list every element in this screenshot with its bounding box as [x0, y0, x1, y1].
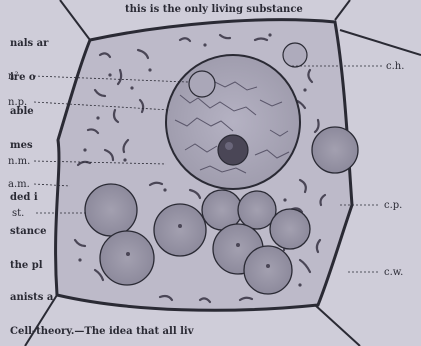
background-text-line: the pl: [10, 260, 43, 271]
background-text-line: anists a: [10, 292, 54, 303]
nucleus: [166, 55, 300, 189]
starch-grain: [100, 231, 154, 285]
label-nucleolus: n²: [8, 71, 18, 82]
starch-grain: [154, 204, 206, 256]
starch-grain: [85, 184, 137, 236]
starch-grain: [244, 246, 292, 294]
secondary-nucleolus: [189, 71, 215, 97]
label-nuclear-membrane: n.m.: [8, 156, 30, 167]
background-text-line: nals ar: [10, 38, 49, 49]
background-text-line: Cell-theory.—The idea that all liv: [10, 326, 195, 337]
background-text-line: mes: [10, 140, 33, 151]
label-nuclear-plasm: n.p.: [8, 97, 27, 108]
small-plastid: [283, 43, 307, 67]
label-cytoplasm: c.p.: [384, 200, 402, 211]
starch-grain: [270, 209, 310, 249]
label-starch: st.: [12, 208, 24, 219]
small-plastid: [312, 127, 358, 173]
label-amoeboid-mass: a.m.: [8, 179, 30, 190]
background-text-line: this is the only living substance: [125, 4, 303, 15]
label-chromatin: c.h.: [386, 61, 404, 72]
background-text-line: stance: [10, 226, 46, 237]
background-text-line: ded i: [10, 192, 38, 203]
nucleolus: [218, 135, 248, 165]
label-cell-wall: c.w.: [384, 267, 403, 278]
